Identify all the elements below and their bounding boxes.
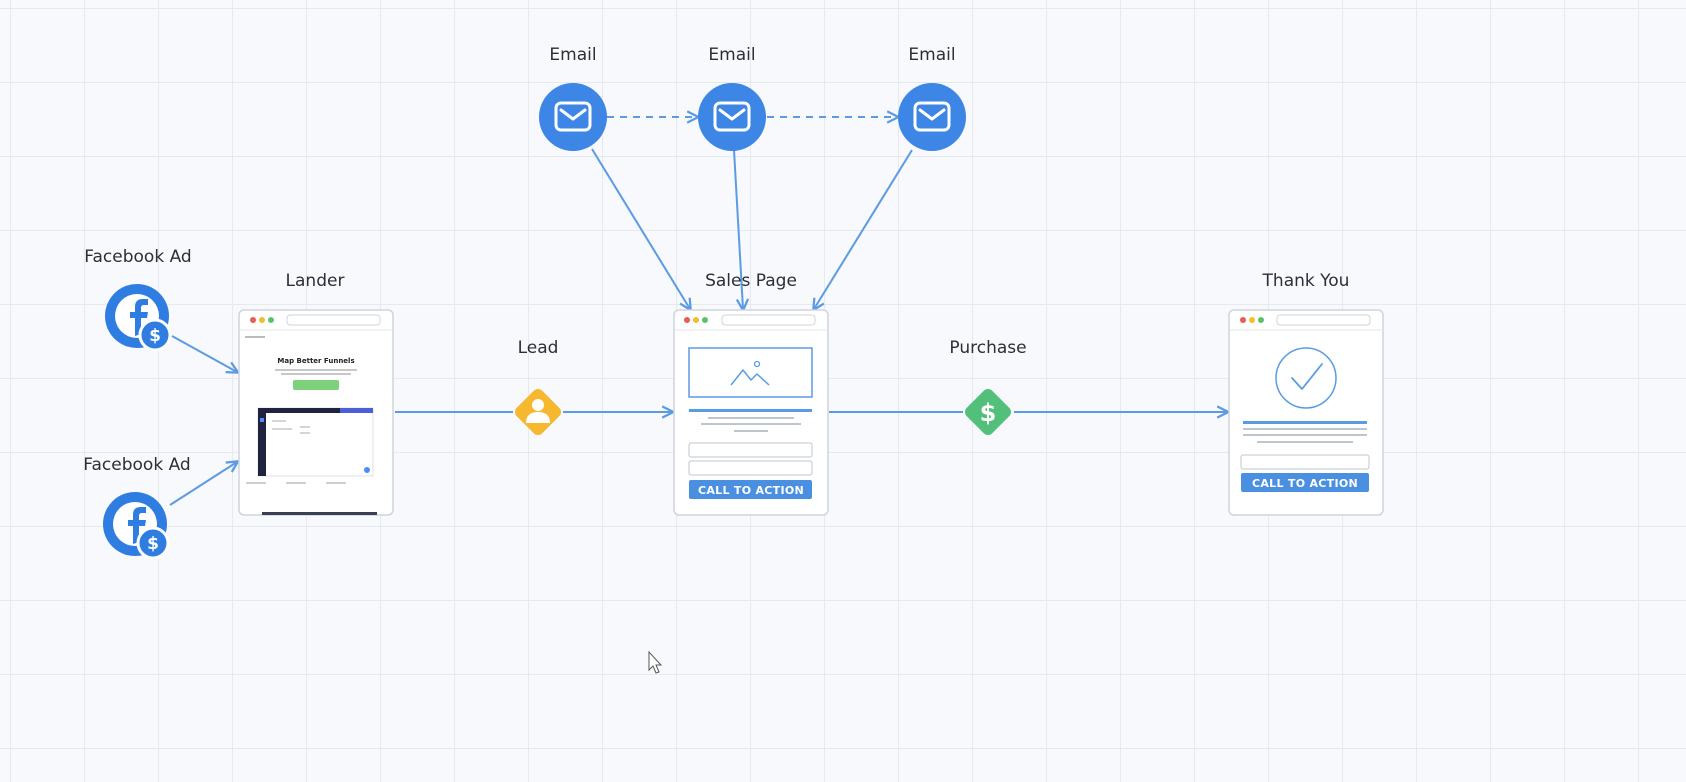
edge-email2-to-sales[interactable] (733, 149, 743, 309)
edge-fb1-to-lander[interactable] (171, 335, 237, 372)
email-node-3[interactable]: Email (898, 45, 966, 151)
person-icon (526, 399, 550, 423)
dollar-icon: $ (980, 399, 997, 427)
sales-input-field-2 (688, 460, 813, 476)
facebook-ad-node-1-label: Facebook Ad (84, 247, 191, 267)
email-node-3-label: Email (908, 45, 955, 65)
facebook-ad-node-1[interactable]: Facebook Ad $ (84, 247, 192, 352)
connectors (169, 117, 1227, 506)
thank-you-node[interactable]: Thank You CALL TO ACTION (1228, 271, 1384, 516)
lander-screenshot (257, 407, 374, 477)
lander-node[interactable]: Lander Map Better Funnels (238, 271, 394, 516)
dollar-badge-icon: $ (136, 526, 170, 560)
facebook-ad-node-2-label: Facebook Ad (83, 455, 190, 475)
thank-you-input-field (1240, 454, 1370, 470)
browser-bar (1229, 314, 1383, 331)
purchase-node-label: Purchase (949, 338, 1026, 358)
envelope-icon (554, 101, 592, 132)
browser-bar (239, 314, 393, 331)
dollar-badge-icon: $ (138, 318, 172, 352)
check-circle-icon (1275, 347, 1337, 409)
thank-you-cta-text: CALL TO ACTION (1252, 477, 1358, 490)
edge-fb2-to-lander[interactable] (169, 462, 237, 506)
image-placeholder-icon (688, 347, 813, 398)
lander-headline: Map Better Funnels (277, 357, 354, 365)
email-node-1[interactable]: Email (539, 45, 607, 151)
lead-node[interactable]: Lead (513, 338, 564, 437)
sales-page-node-label: Sales Page (705, 271, 797, 291)
envelope-icon (713, 101, 751, 132)
mouse-cursor-icon (648, 650, 663, 674)
thank-you-node-label: Thank You (1262, 271, 1350, 291)
facebook-ad-node-2[interactable]: Facebook Ad $ (83, 455, 191, 560)
edge-email1-to-sales[interactable] (591, 148, 690, 309)
sales-cta-text: CALL TO ACTION (698, 484, 804, 497)
browser-bar (674, 314, 828, 331)
edge-email3-to-sales[interactable] (814, 149, 913, 309)
email-node-1-label: Email (549, 45, 596, 65)
lander-node-label: Lander (286, 271, 345, 291)
envelope-icon (913, 101, 951, 132)
thank-you-cta-button (1241, 473, 1369, 492)
sales-input-field-1 (688, 442, 813, 458)
purchase-node[interactable]: Purchase $ (949, 338, 1027, 437)
lander-cta-button (293, 380, 339, 390)
email-node-2-label: Email (708, 45, 755, 65)
sales-page-node[interactable]: Sales Page CALL TO ACTION (673, 271, 829, 516)
lead-node-label: Lead (518, 338, 559, 358)
email-node-2[interactable]: Email (698, 45, 766, 151)
svg-text:$: $ (147, 534, 159, 554)
svg-text:$: $ (149, 326, 161, 346)
sales-cta-button (689, 480, 812, 499)
